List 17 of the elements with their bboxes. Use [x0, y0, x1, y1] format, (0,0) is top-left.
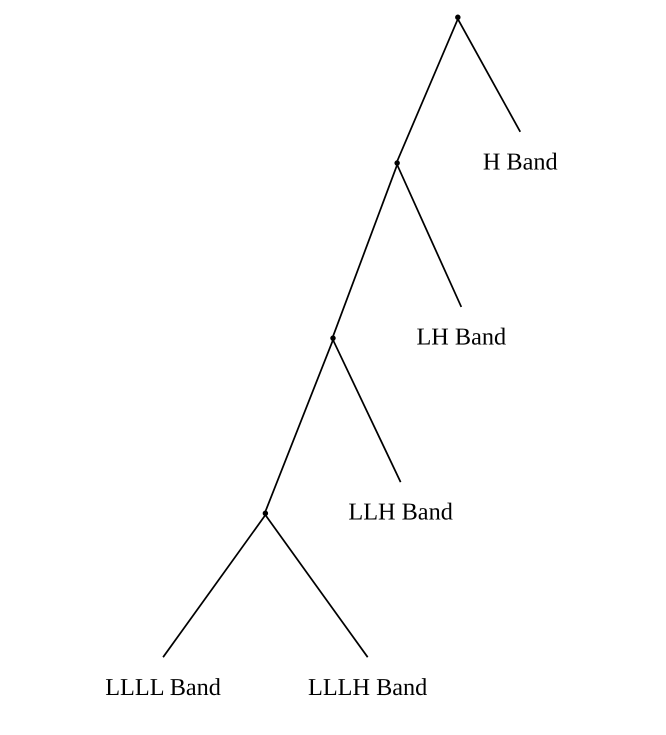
- node-text: LLH Band: [348, 498, 453, 526]
- connector: [457, 18, 522, 132]
- connector: [396, 164, 462, 308]
- node-text: H Band: [482, 148, 558, 176]
- node-point: [330, 335, 336, 341]
- node-point: [455, 14, 461, 20]
- connector: [264, 340, 334, 512]
- connector: [332, 340, 402, 482]
- connector: [162, 514, 266, 658]
- node-text: LH Band: [416, 324, 506, 351]
- node-text: LLLH Band: [308, 674, 428, 701]
- connector: [264, 514, 368, 658]
- node-point: [262, 510, 268, 516]
- connector: [396, 19, 458, 162]
- connector: [332, 164, 398, 336]
- node-point: [394, 160, 400, 166]
- node-text: LLLL Band: [105, 674, 221, 701]
